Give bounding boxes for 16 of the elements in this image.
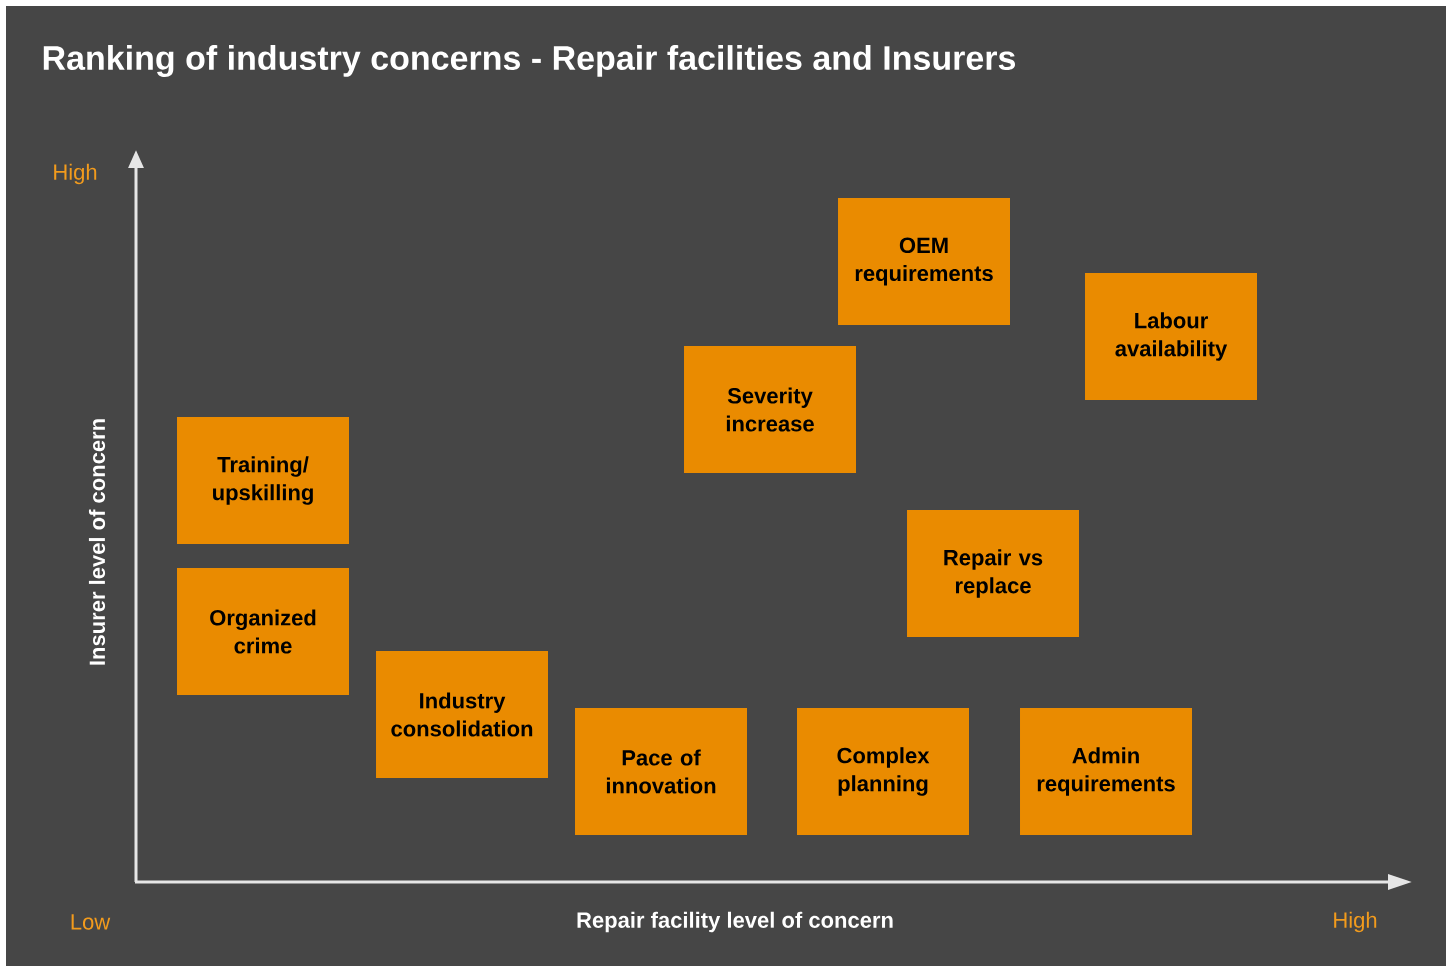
title: Ranking of industry concerns - Repair facilities and Insurers xyxy=(43,45,1015,77)
concern-box: Industry consolidation xyxy=(376,651,548,778)
concern-box: Organized crime xyxy=(177,568,349,695)
concern-box: Admin requirements xyxy=(1020,708,1192,835)
concern-box: Severity increase xyxy=(684,346,856,473)
axis-end-label: High xyxy=(1334,911,1377,933)
concern-box: OEM requirements xyxy=(838,198,1010,325)
concern-box: Pace of innovation xyxy=(575,708,747,835)
concern-box: Training/ upskilling xyxy=(177,417,349,544)
axis-end-label: Low xyxy=(71,914,111,930)
axis-end-label: High xyxy=(54,163,97,185)
axis-title: Repair facility level of concern xyxy=(577,911,893,933)
concern-box: Repair vs replace xyxy=(907,510,1079,637)
concern-box: Labour availability xyxy=(1085,273,1257,400)
concern-box: Complex planning xyxy=(797,708,969,835)
axis-title: Insurer level of concern xyxy=(88,419,106,665)
